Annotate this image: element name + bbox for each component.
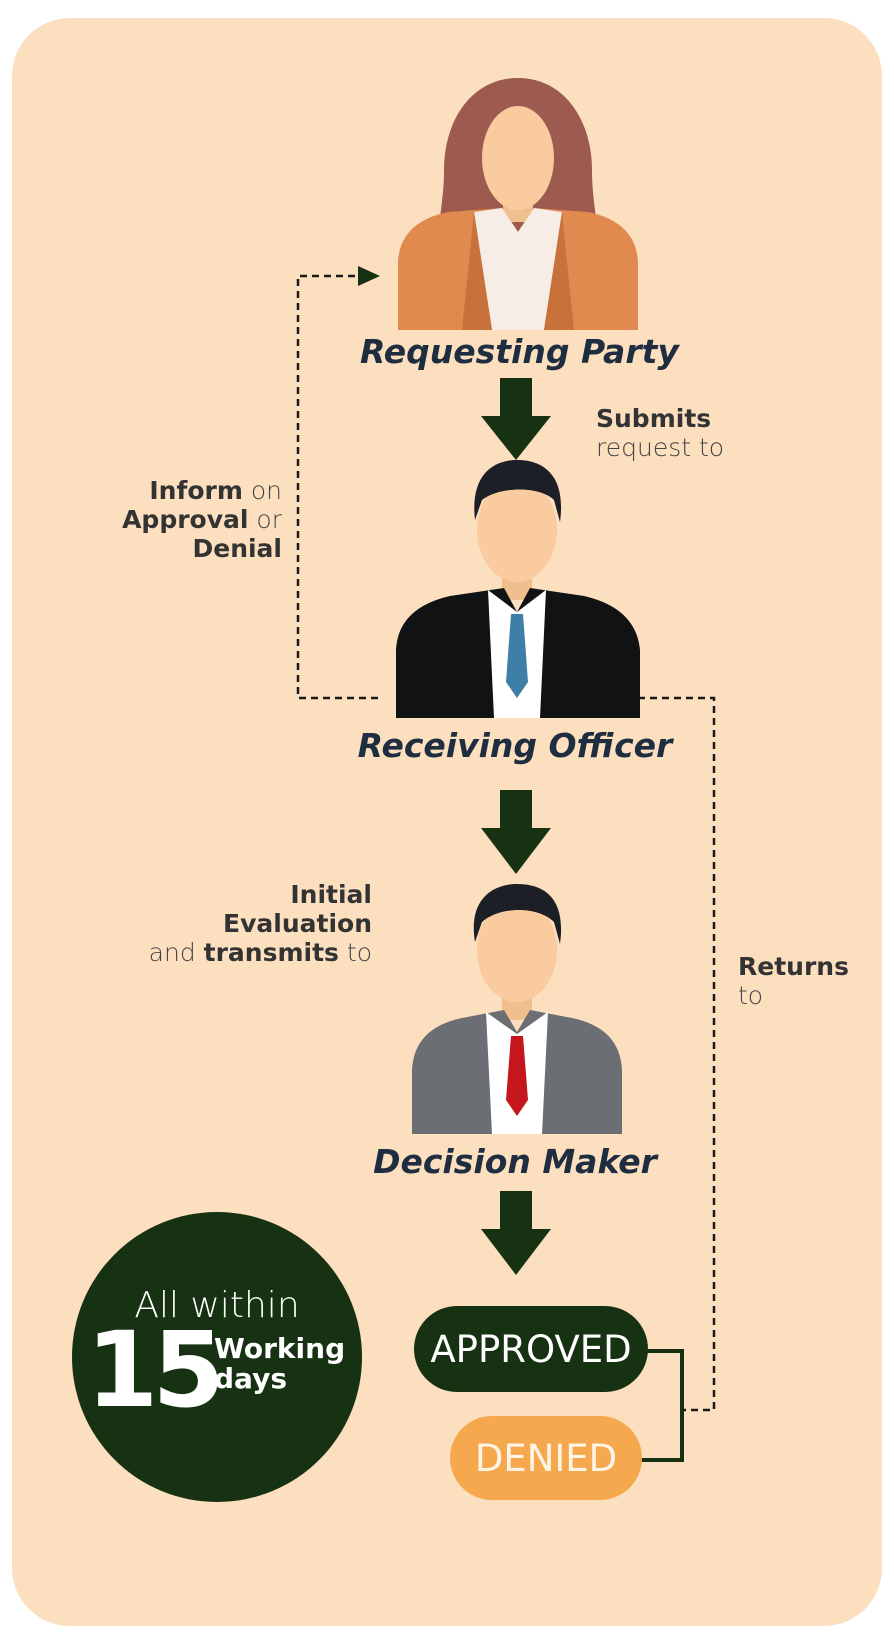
badge-working: Working [214,1332,346,1365]
submits-rest: request to [596,433,725,462]
role-decision-maker: Decision Maker [373,1142,657,1181]
decision-maker-hair [473,884,562,944]
badge-working-days: Working days [214,1334,345,1394]
evaluation-word: Evaluation [223,909,372,938]
inform-word: Inform [149,476,243,505]
down-arrow-1 [481,378,551,460]
and-word: and [148,938,196,967]
timeline-badge [72,1212,362,1502]
transmits-word: transmits [203,938,339,967]
officer-hair [474,460,562,522]
label-submits: Submits request to [596,404,724,462]
returns-word: Returns [738,952,849,981]
down-arrow-3 [481,1191,551,1275]
denial-word: Denial [192,534,282,563]
badge-days: days [214,1362,287,1395]
returns-to: to [738,981,764,1010]
decision-maker-tie [506,1036,528,1116]
denied-badge: DENIED [450,1416,642,1500]
to-word: to [346,938,372,967]
inform-arrowhead [358,266,380,286]
badge-number: 15 [86,1309,225,1431]
label-returns: Returns to [738,952,849,1010]
returns-dashed-line [626,696,716,1412]
inform-dashed-line [296,274,378,700]
role-receiving-officer: Receiving Officer [357,726,673,765]
initial-word: Initial [290,880,372,909]
outcome-bracket [640,1349,684,1462]
officer-tie [506,614,528,698]
inform-on: on [250,476,282,505]
badge-all-within: All within [134,1285,300,1326]
approved-badge: APPROVED [414,1306,648,1392]
approval-word: Approval [122,505,249,534]
label-inform: Inform on Approval or Denial [70,476,282,563]
label-initial-evaluation: Initial Evaluation and transmits to [100,880,372,967]
role-requesting-party: Requesting Party [360,332,679,371]
down-arrow-2 [481,790,551,874]
approval-or: or [256,505,282,534]
submits-word: Submits [596,404,712,433]
